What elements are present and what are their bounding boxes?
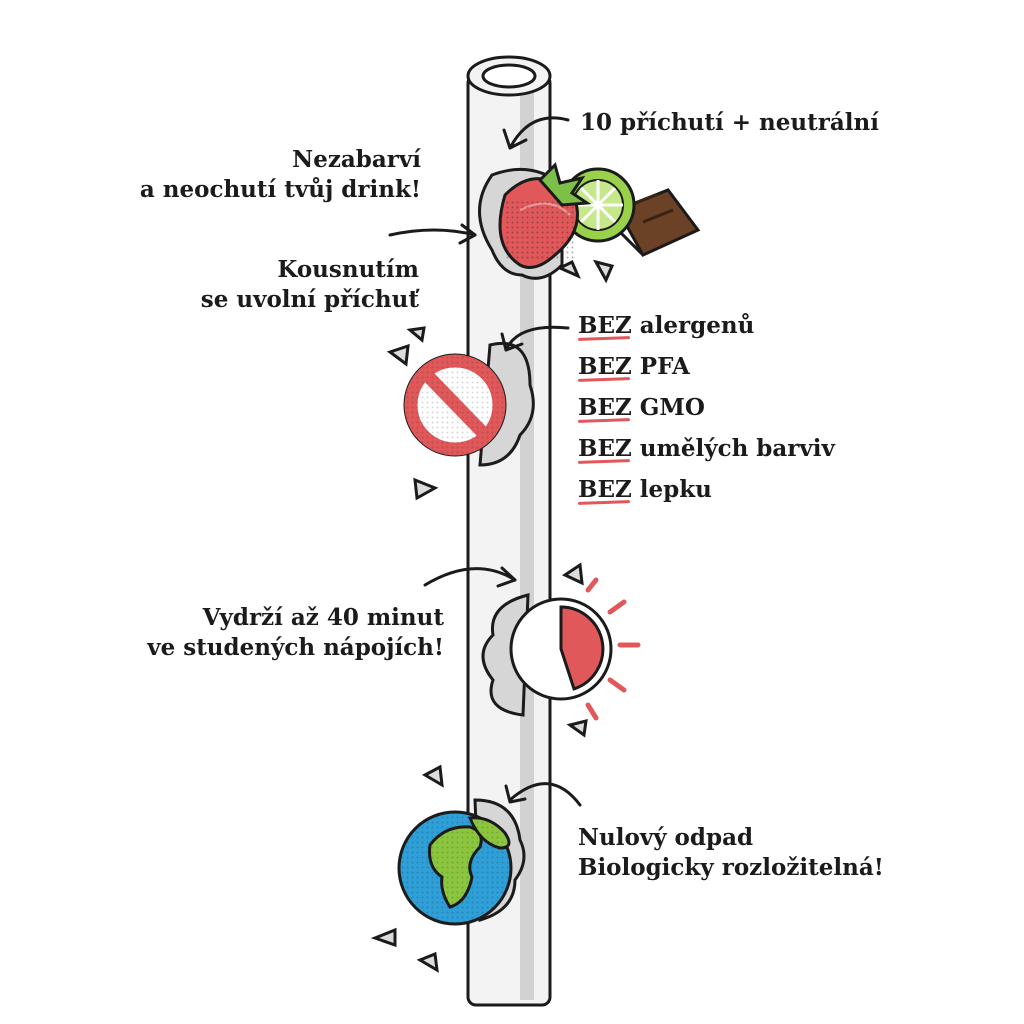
bez-item: BEZ PFA	[578, 346, 835, 387]
crumb-6	[561, 562, 584, 586]
crumb-2	[593, 259, 615, 284]
timer-rays	[585, 577, 641, 721]
crumb-8	[421, 764, 444, 788]
no-additives-cluster	[386, 326, 535, 501]
label-zero-waste: Nulový odpad Biologicky rozložitelná!	[578, 823, 884, 883]
label-bite: Kousnutím se uvolní příchuť	[201, 255, 419, 315]
bez-word: BEZ	[578, 469, 632, 510]
label-lasts-line-2: ve studených nápojích!	[147, 634, 444, 661]
bez-item: BEZ lepku	[578, 469, 835, 510]
arrow-zero-waste	[504, 782, 582, 807]
crumb-10	[416, 951, 439, 973]
timer-cluster	[481, 562, 641, 738]
label-flavors: 10 příchutí + neutrální	[580, 109, 879, 136]
arrow-bez	[500, 325, 570, 352]
label-no-color: Nezabarví a neochutí tvůj drink!	[140, 145, 421, 205]
bez-item-text: alergenů	[639, 312, 755, 339]
arrows	[388, 116, 582, 807]
bez-item-text: umělých barviv	[639, 435, 835, 462]
label-lasts-line-1: Vydrží až 40 minut	[202, 604, 444, 631]
label-zero-waste-line-2: Biologicky rozložitelná!	[578, 854, 884, 881]
bez-item-text: lepku	[639, 476, 712, 503]
arrow-flavors	[502, 116, 570, 150]
crumb-7	[566, 719, 588, 738]
label-no-color-line-1: Nezabarví	[292, 146, 421, 173]
label-bite-line-2: se uvolní příchuť	[200, 286, 419, 313]
bez-item-text: GMO	[639, 394, 705, 421]
label-bite-line-1: Kousnutím	[277, 256, 419, 283]
earth-cluster	[370, 764, 526, 973]
crumb-1	[556, 259, 581, 279]
label-no-color-line-2: a neochutí tvůj drink!	[139, 176, 421, 203]
crumb-3	[386, 343, 410, 367]
lime-icon	[560, 167, 636, 243]
earth-icon	[397, 810, 513, 926]
strawberry-icon	[498, 162, 592, 269]
bez-word: BEZ	[578, 387, 632, 428]
prohibited-icon	[403, 353, 507, 457]
crumb-4	[406, 326, 426, 343]
clock-icon	[509, 597, 613, 701]
bez-item-text: PFA	[639, 353, 690, 380]
bez-list: BEZ alergenů BEZ PFA BEZ GMO BEZ umělých…	[578, 305, 835, 510]
label-zero-waste-line-1: Nulový odpad	[578, 824, 754, 851]
bez-item: BEZ GMO	[578, 387, 835, 428]
crumb-9	[370, 927, 397, 948]
label-lasts: Vydrží až 40 minut ve studených nápojích…	[147, 603, 444, 663]
arrow-no-color	[388, 223, 477, 245]
crumb-5	[413, 477, 439, 501]
bez-word: BEZ	[578, 305, 632, 346]
arrow-lasts	[423, 566, 517, 588]
bez-word: BEZ	[578, 428, 632, 469]
bez-item: BEZ umělých barviv	[578, 428, 835, 469]
flavor-cluster	[478, 162, 701, 284]
bez-word: BEZ	[578, 346, 632, 387]
straw	[466, 55, 552, 1007]
bez-item: BEZ alergenů	[578, 305, 835, 346]
